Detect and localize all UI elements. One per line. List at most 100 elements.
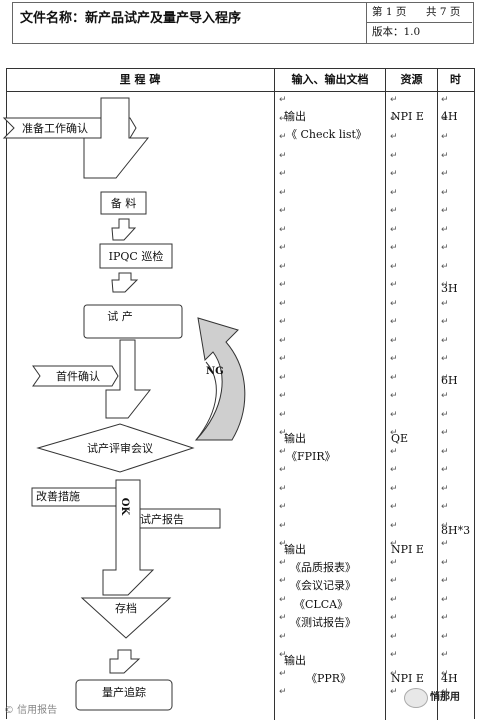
paragraph-mark: ↵	[279, 594, 287, 605]
paragraph-mark: ↵	[390, 206, 398, 216]
trial-box	[83, 304, 183, 339]
paragraph-mark: ↵	[279, 150, 287, 161]
header-box	[12, 2, 474, 44]
paragraph-mark: ↵	[279, 372, 287, 383]
paragraph-mark: ↵	[390, 261, 398, 272]
col-divider-3	[437, 68, 438, 720]
paragraph-mark: ↵	[279, 576, 287, 586]
improve-label: 改善措施	[36, 490, 80, 503]
total-pages: 共 7 页	[426, 6, 461, 18]
time-row-4: 6H	[441, 374, 458, 387]
paragraph-mark: ↵	[279, 206, 287, 216]
doc-row-5: 输出	[284, 432, 306, 445]
trial-label: 试 产	[107, 310, 133, 323]
time-row-7: 8H*3	[441, 524, 471, 537]
paragraph-mark: ↵	[279, 465, 287, 475]
paragraph-mark: ↵	[390, 95, 398, 105]
paragraph-mark: ↵	[279, 446, 287, 457]
paragraph-mark: ↵	[441, 335, 449, 346]
trial-report-shape	[139, 508, 221, 529]
paragraph-mark: ↵	[441, 224, 449, 235]
time-row-13: 4H	[441, 672, 458, 685]
paragraph-mark: ↵	[279, 113, 287, 124]
paragraph-mark: ↵	[279, 409, 287, 420]
paragraph-mark: ↵	[390, 317, 398, 327]
col-head-resource: 资源	[400, 73, 423, 86]
paragraph-mark: ↵	[279, 224, 287, 235]
table-frame	[6, 68, 475, 719]
paragraph-mark: ↵	[441, 298, 449, 309]
review-diamond	[36, 423, 195, 473]
doc-row-11: 《CLCA》	[294, 598, 349, 611]
paragraph-mark: ↵	[441, 502, 449, 512]
paragraph-mark: ↵	[390, 428, 398, 438]
archive-triangle	[80, 597, 172, 639]
paragraph-mark: ↵	[441, 372, 449, 383]
paragraph-mark: ↵	[441, 280, 449, 290]
doc-row-9: 《品质报表》	[290, 561, 356, 574]
paragraph-mark: ↵	[441, 650, 449, 660]
paragraph-mark: ↵	[441, 576, 449, 586]
ipqc-box	[99, 243, 173, 269]
paragraph-mark: ↵	[279, 95, 287, 105]
paragraph-mark: ↵	[390, 280, 398, 290]
paragraph-mark: ↵	[441, 465, 449, 475]
paragraph-mark: ↵	[390, 557, 398, 568]
paragraph-mark: ↵	[279, 650, 287, 660]
paragraph-mark: ↵	[441, 391, 449, 401]
paragraph-mark: ↵	[441, 206, 449, 216]
mass-track-label: 量产追踪	[102, 686, 146, 699]
paragraph-mark: ↵	[441, 261, 449, 272]
paragraph-mark: ↵	[390, 113, 398, 124]
res-row-1: NPI E	[391, 110, 424, 123]
down-arrow-3	[111, 272, 139, 293]
paragraph-mark: ↵	[279, 502, 287, 512]
prep-confirm-label: 准备工作确认	[22, 122, 88, 135]
table-header-line	[6, 91, 474, 92]
doc-row-10: 《会议记录》	[290, 579, 356, 592]
paragraph-mark: ↵	[279, 557, 287, 568]
paragraph-mark: ↵	[390, 150, 398, 161]
paragraph-mark: ↵	[279, 261, 287, 272]
paragraph-mark: ↵	[390, 594, 398, 605]
paragraph-mark: ↵	[279, 539, 287, 549]
down-arrow-5	[109, 649, 141, 674]
review-meeting-label: 试产评审会议	[87, 442, 153, 455]
paragraph-mark: ↵	[279, 187, 287, 198]
wechat-icon	[404, 688, 428, 708]
col-head-milestone: 里 程 碑	[119, 73, 161, 86]
paragraph-mark: ↵	[390, 391, 398, 401]
paragraph-mark: ↵	[390, 298, 398, 309]
ng-curved-arrow	[194, 317, 246, 441]
first-piece-shape	[32, 365, 119, 387]
paragraph-mark: ↵	[390, 372, 398, 383]
watermark-right: 悄那用	[430, 692, 460, 703]
paragraph-mark: ↵	[441, 687, 449, 697]
paragraph-mark: ↵	[390, 243, 398, 253]
paragraph-mark: ↵	[279, 483, 287, 494]
paragraph-mark: ↵	[279, 428, 287, 438]
paragraph-mark: ↵	[279, 668, 287, 679]
paragraph-mark: ↵	[390, 650, 398, 660]
paragraph-mark: ↵	[390, 446, 398, 457]
paragraph-mark: ↵	[441, 113, 449, 124]
paragraph-mark: ↵	[441, 631, 449, 642]
paragraph-mark: ↵	[441, 317, 449, 327]
doc-row-8: 输出	[284, 543, 306, 556]
paragraph-mark: ↵	[441, 132, 449, 142]
paragraph-mark: ↵	[390, 335, 398, 346]
watermark-left: © 信用报告	[4, 705, 58, 716]
doc-row-12: 《测试报告》	[290, 616, 356, 629]
paragraph-mark: ↵	[441, 594, 449, 605]
col-divider-2	[385, 68, 386, 720]
paragraph-mark: ↵	[279, 317, 287, 327]
material-box	[100, 191, 147, 215]
paragraph-mark: ↵	[390, 520, 398, 531]
paragraph-mark: ↵	[279, 169, 287, 179]
paragraph-mark: ↵	[279, 354, 287, 364]
archive-label: 存档	[115, 602, 137, 615]
paragraph-mark: ↵	[441, 557, 449, 568]
paragraph-mark: ↵	[441, 520, 449, 531]
res-row-5: QE	[391, 432, 409, 445]
paragraph-mark: ↵	[390, 169, 398, 179]
